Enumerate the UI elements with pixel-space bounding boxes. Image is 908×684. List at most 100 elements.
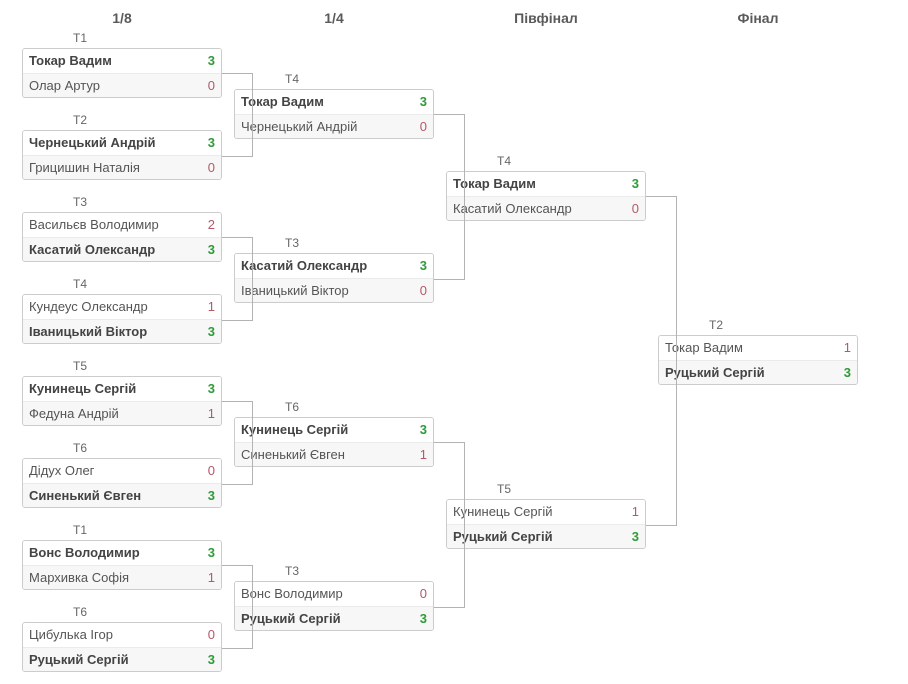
match-table-label: T6 [284,400,299,414]
player-score: 1 [843,340,851,355]
player-name: Іваницький Віктор [29,324,148,339]
player-score: 3 [843,365,851,380]
round-title-r4: Фінал [737,10,779,26]
bracket-connector [222,401,253,485]
match-table-label: T3 [72,195,87,209]
player-name: Руцький Сергій [453,529,553,544]
player-name: Грицишин Наталія [29,160,140,175]
player-row[interactable]: Вонс Володимир 0 [235,582,433,606]
player-name: Кунинець Сергій [29,381,137,396]
match-table-label: T3 [284,564,299,578]
player-score: 0 [419,119,427,134]
player-row[interactable]: Мархивка Софія 1 [23,565,221,589]
player-name: Васильєв Володимир [29,217,159,232]
match-card[interactable]: Токар Вадим 1 Руцький Сергій 3 [658,335,858,385]
bracket-connector [646,196,677,526]
player-name: Касатий Олександр [453,201,572,216]
player-row[interactable]: Руцький Сергій 3 [447,524,645,548]
player-score: 3 [207,324,215,339]
player-score: 3 [207,488,215,503]
player-score: 0 [207,78,215,93]
player-score: 3 [419,422,427,437]
player-name: Синенький Євген [241,447,345,462]
player-score: 1 [207,570,215,585]
match-table-label: T4 [284,72,299,86]
match-table-label: T4 [72,277,87,291]
player-score: 1 [631,504,639,519]
player-name: Олар Артур [29,78,100,93]
player-row[interactable]: Синенький Євген 1 [235,442,433,466]
bracket-connector [222,73,253,157]
bracket-connector [222,565,253,649]
bracket-connector [222,237,253,321]
bracket-connector [434,114,465,280]
player-score: 0 [207,627,215,642]
round-title-r1: 1/8 [112,10,132,26]
player-score: 0 [419,586,427,601]
player-row[interactable]: Іваницький Віктор 3 [23,319,221,343]
player-score: 3 [207,53,215,68]
player-row[interactable]: Руцький Сергій 3 [659,360,857,384]
player-score: 3 [419,94,427,109]
player-name: Токар Вадим [665,340,743,355]
player-row[interactable]: Грицишин Наталія 0 [23,155,221,179]
player-score: 3 [631,529,639,544]
round-title-r3: Півфінал [514,10,578,26]
player-name: Мархивка Софія [29,570,130,585]
player-score: 1 [419,447,427,462]
match-table-label: T2 [708,318,723,332]
player-name: Вонс Володимир [241,586,343,601]
match-table-label: T3 [284,236,299,250]
player-name: Дідух Олег [29,463,95,478]
player-name: Іваницький Віктор [241,283,349,298]
player-name: Руцький Сергій [665,365,765,380]
match-table-label: T6 [72,605,87,619]
player-score: 3 [419,611,427,626]
player-row[interactable]: Олар Артур 0 [23,73,221,97]
player-name: Токар Вадим [453,176,536,191]
match-table-label: T2 [72,113,87,127]
player-score: 0 [207,160,215,175]
match-table-label: T5 [496,482,511,496]
match-table-label: T4 [496,154,511,168]
player-row[interactable]: Токар Вадим 1 [659,336,857,360]
player-score: 3 [207,135,215,150]
player-name: Федуна Андрій [29,406,119,421]
player-name: Касатий Олександр [29,242,156,257]
